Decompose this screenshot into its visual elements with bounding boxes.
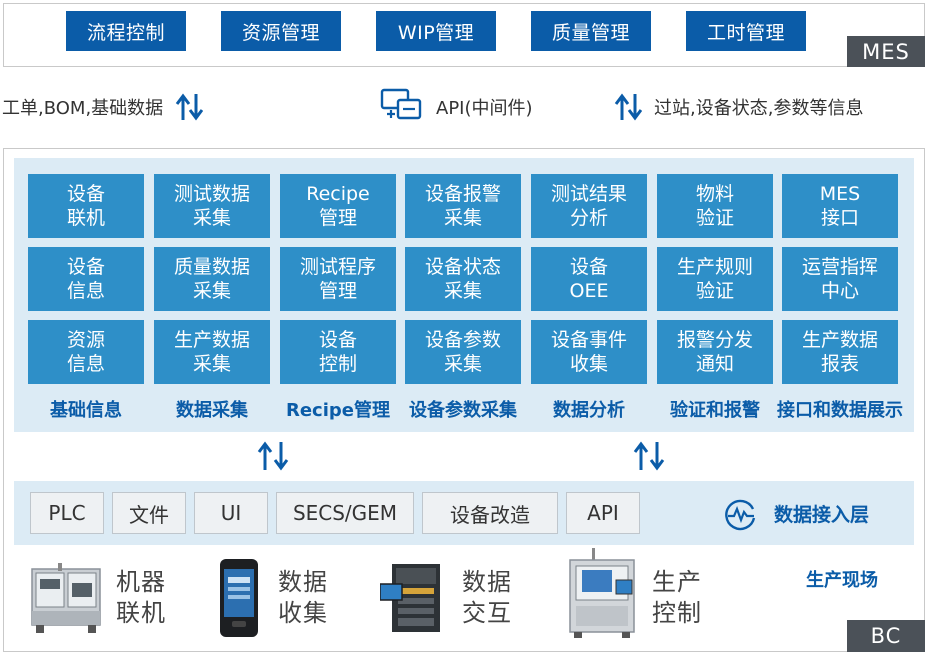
api-middleware-icon: [380, 88, 424, 127]
protocol-api[interactable]: API: [566, 492, 640, 534]
bidirectional-arrows-icon: [632, 440, 666, 476]
exchange-right: 过站,设备状态,参数等信息: [614, 88, 863, 126]
protocol-plc[interactable]: PLC: [30, 492, 104, 534]
function-cell[interactable]: 设备事件收集: [531, 320, 647, 384]
mes-tag: MES: [847, 36, 925, 67]
category-label-data-collection: 数据采集: [176, 400, 248, 421]
function-cell[interactable]: 质量数据采集: [154, 247, 270, 311]
bc-tag: BC: [847, 620, 925, 652]
mes-button-quality-management[interactable]: 质量管理: [531, 11, 651, 51]
category-label-verification-alarm: 验证和报警: [670, 400, 760, 421]
mes-button-labor-hours-management[interactable]: 工时管理: [686, 11, 806, 51]
exchange-center-text: API(中间件): [436, 98, 533, 119]
function-cell[interactable]: 运营指挥中心: [782, 247, 898, 311]
protocol-file[interactable]: 文件: [112, 492, 186, 534]
function-cell[interactable]: 设备状态采集: [405, 247, 521, 311]
protocol-secs-gem[interactable]: SECS/GEM: [276, 492, 414, 534]
mes-button-resource-management[interactable]: 资源管理: [221, 11, 341, 51]
protocol-equipment-retrofit[interactable]: 设备改造: [422, 492, 558, 534]
data-access-layer-label: 数据接入层: [774, 503, 870, 526]
function-cell[interactable]: 生产数据报表: [782, 320, 898, 384]
function-cell[interactable]: 生产规则验证: [657, 247, 773, 311]
function-cell[interactable]: 物料验证: [657, 174, 773, 238]
function-cell[interactable]: 生产数据采集: [154, 320, 270, 384]
function-cell[interactable]: 资源信息: [28, 320, 144, 384]
device-label-production-control: 生产控制: [652, 568, 702, 627]
exchange-left: 工单,BOM,基础数据: [2, 88, 204, 126]
category-label-basic-info: 基础信息: [50, 400, 122, 421]
exchange-right-text: 过站,设备状态,参数等信息: [654, 98, 864, 119]
device-label-data-interaction: 数据交互: [462, 568, 512, 627]
machine-image: [28, 563, 104, 639]
bidirectional-arrows-icon: [614, 92, 642, 122]
device-label-machine: 机器联机: [116, 568, 166, 627]
mes-button-process-control[interactable]: 流程控制: [66, 11, 186, 51]
category-label-interface-display: 接口和数据展示: [777, 400, 903, 421]
production-machine-image: [566, 548, 638, 642]
function-cell[interactable]: 设备参数采集: [405, 320, 521, 384]
function-cell[interactable]: 设备联机: [28, 174, 144, 238]
function-cell[interactable]: 测试数据采集: [154, 174, 270, 238]
function-cell[interactable]: 设备信息: [28, 247, 144, 311]
category-label-parameter-collection: 设备参数采集: [409, 400, 517, 421]
function-cell[interactable]: 报警分发通知: [657, 320, 773, 384]
function-cell[interactable]: 测试程序管理: [280, 247, 396, 311]
category-label-data-analysis: 数据分析: [553, 400, 625, 421]
control-panel-image: [379, 562, 444, 638]
data-wave-icon: [722, 496, 758, 536]
protocol-ui[interactable]: UI: [194, 492, 268, 534]
device-label-data-collection: 数据收集: [278, 568, 328, 627]
exchange-center: API(中间件): [380, 88, 533, 126]
bidirectional-arrows-icon: [256, 440, 290, 476]
handheld-scanner-image: [218, 557, 260, 643]
bidirectional-arrows-icon: [175, 92, 204, 122]
mes-button-wip-management[interactable]: WIP管理: [376, 11, 496, 51]
production-site-label: 生产现场: [806, 570, 878, 591]
exchange-left-text: 工单,BOM,基础数据: [2, 98, 164, 119]
function-cell[interactable]: 设备报警采集: [405, 174, 521, 238]
category-label-recipe: Recipe管理: [285, 400, 390, 421]
function-cell[interactable]: 测试结果分析: [531, 174, 647, 238]
function-cell[interactable]: 设备控制: [280, 320, 396, 384]
